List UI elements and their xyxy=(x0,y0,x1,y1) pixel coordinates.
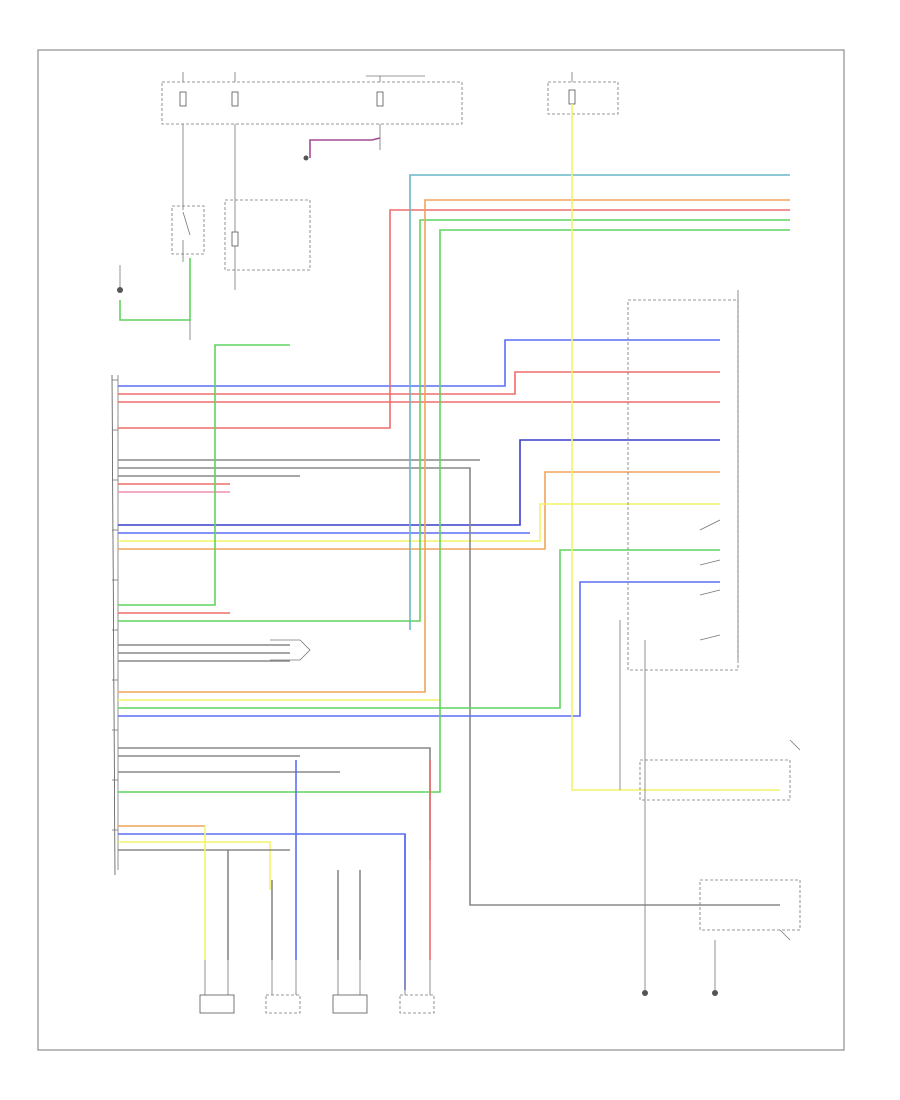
diagnostic-connector xyxy=(270,639,311,661)
wire-yellow-main xyxy=(571,104,780,791)
ground-points xyxy=(642,640,718,996)
abs-control-unit xyxy=(111,374,119,876)
abs-relay xyxy=(699,879,801,941)
connector-pins xyxy=(112,379,118,831)
sensor-wires xyxy=(204,760,431,960)
wire-purple xyxy=(309,137,381,158)
ground-symbol xyxy=(117,265,123,293)
fuse-holder xyxy=(224,160,311,290)
fuse-box-left xyxy=(161,72,463,210)
wheel-sensor-left-front xyxy=(332,960,368,1014)
wheel-sensor-right-front xyxy=(399,960,435,1014)
fuse-box-right xyxy=(547,72,619,115)
stop-light-switch xyxy=(171,205,205,262)
hydraulic-unit xyxy=(627,290,739,671)
wheel-sensor-right-rear xyxy=(265,960,301,1014)
wheel-sensor-left-rear xyxy=(199,960,235,1014)
g-sensor xyxy=(619,620,801,801)
wire-green-stop xyxy=(119,258,191,321)
diagram-border xyxy=(37,49,845,1051)
abs-wires xyxy=(118,174,790,990)
